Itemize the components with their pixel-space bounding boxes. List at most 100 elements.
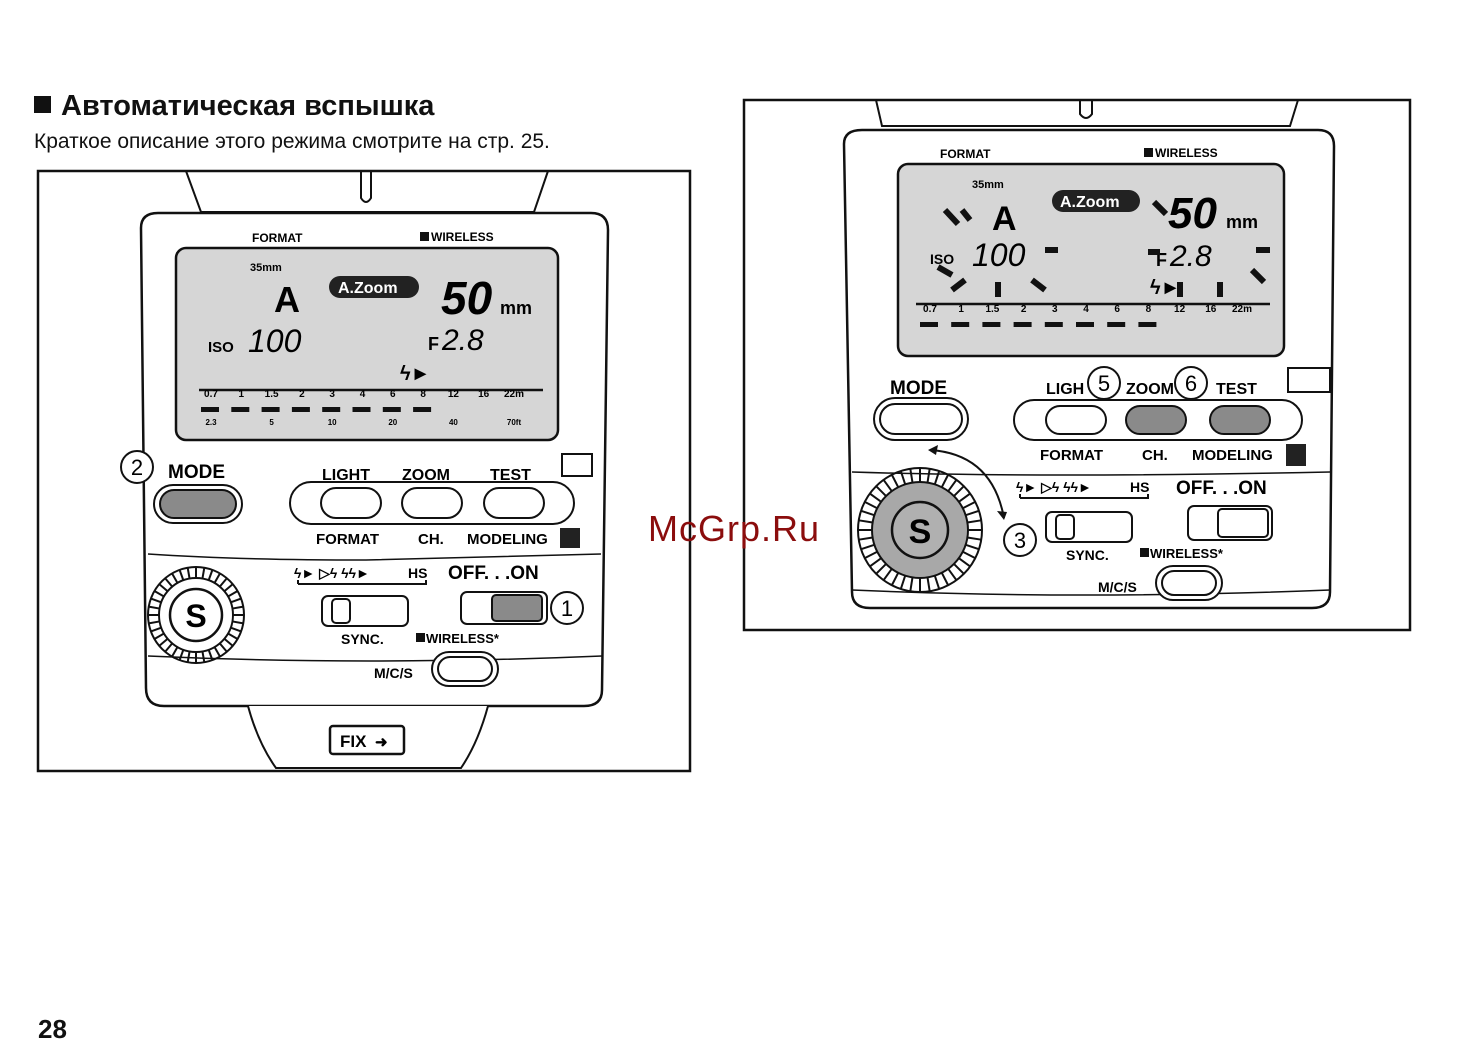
- mcs-button[interactable]: [437, 656, 493, 682]
- distance-m-label: 4: [360, 389, 366, 400]
- distance-m-label: 3: [329, 389, 335, 400]
- sync-scale-bracket: [297, 580, 427, 585]
- dial-knurl: [219, 642, 228, 653]
- format-sub-label: FORMAT: [316, 531, 379, 548]
- dial-knurl: [947, 479, 958, 492]
- svg-text:1: 1: [561, 596, 573, 621]
- heading-bullet-icon: [34, 96, 51, 113]
- lcd-zoom-badge: A.Zoom: [1060, 194, 1120, 211]
- rotate-arrow-head-left: [928, 445, 938, 455]
- dial-knurl: [150, 626, 162, 633]
- dial-knurl: [186, 567, 191, 579]
- distance-m-label: 6: [1114, 304, 1120, 315]
- mode-button[interactable]: [879, 403, 963, 435]
- sync-mode-icons: ϟ► ▷ϟ ϟϟ►: [294, 565, 370, 581]
- dial-knurl: [909, 577, 914, 592]
- panel-divider: [851, 471, 1331, 476]
- zoom-button[interactable]: [1125, 405, 1187, 435]
- fix-lock[interactable]: [328, 724, 406, 756]
- distance-m-label: 6: [390, 389, 396, 400]
- dial-knurl: [958, 557, 971, 568]
- distance-ft-label: 20: [388, 418, 397, 427]
- mcs-label: M/C/S: [1098, 579, 1137, 595]
- light-button[interactable]: [1045, 405, 1107, 435]
- dial-knurl: [153, 632, 165, 640]
- modeling-label: MODELING: [1192, 447, 1273, 464]
- zoom-badge-bg: [329, 276, 419, 298]
- dial-knurl: [158, 583, 169, 592]
- distance-segment: [1044, 322, 1063, 327]
- zoom-badge-bg: [1052, 190, 1140, 212]
- test-button[interactable]: [1209, 405, 1271, 435]
- flash-head-bracket: [875, 99, 1299, 127]
- sync-label: SYNC.: [1066, 547, 1109, 563]
- distance-segment: [201, 407, 219, 412]
- modeling-indicator: [560, 528, 580, 548]
- dial-knurl: [962, 550, 976, 560]
- distance-segment: [231, 407, 250, 412]
- wireless-icon: [1144, 148, 1153, 157]
- svg-text:5: 5: [1098, 371, 1110, 396]
- dial-knurl: [153, 590, 165, 598]
- dial-knurl: [171, 646, 179, 658]
- dial-knurl: [227, 632, 239, 640]
- side-tab: [561, 453, 593, 477]
- mode-dial[interactable]: [857, 467, 983, 593]
- distance-ft-label: 10: [328, 418, 337, 427]
- sync-label: SYNC.: [341, 631, 384, 647]
- blink-mark: [936, 264, 954, 278]
- zoom-button[interactable]: [401, 487, 463, 519]
- dial-knurl: [965, 509, 980, 517]
- callout-5: 5: [1087, 366, 1121, 400]
- light-label: LIGHT: [322, 467, 370, 484]
- dial-knurl: [882, 479, 893, 492]
- mode-button[interactable]: [159, 489, 237, 519]
- dial-knurl: [860, 543, 875, 551]
- lcd-flash-ready-icon: ϟ►: [1150, 277, 1180, 299]
- distance-m-label: 2: [1021, 304, 1027, 315]
- mode-dial[interactable]: [147, 566, 245, 664]
- wireless-label: WIRELESS: [431, 230, 494, 244]
- off-on-label: OFF. . .ON: [1176, 478, 1267, 499]
- distance-m-label: 4: [1083, 304, 1089, 315]
- head-latch: [1079, 100, 1093, 119]
- dial-knurl: [230, 597, 242, 604]
- mode-dial-center: [890, 500, 950, 560]
- rotate-arc: [929, 449, 1005, 519]
- dial-knurl: [232, 605, 244, 610]
- distance-ft-label: 2.3: [205, 418, 217, 427]
- wireless-label: WIRELESS: [1155, 146, 1218, 160]
- mcs-button[interactable]: [1161, 570, 1217, 596]
- flash-figure-left: FORMAT WIRELESS 35mm A A.Zoom 50 mm ISO …: [36, 169, 692, 773]
- dial-knurl: [232, 620, 244, 625]
- sync-switch-knob: [1055, 514, 1075, 540]
- distance-m-label: 12: [1174, 304, 1186, 315]
- distance-segment: [920, 322, 938, 327]
- dial-knurl: [864, 500, 878, 510]
- test-button[interactable]: [483, 487, 545, 519]
- distance-ft-label: 40: [449, 418, 458, 427]
- hss-label: HS: [1130, 479, 1149, 495]
- lcd-screen: [896, 162, 1286, 358]
- dial-knurl: [201, 567, 206, 579]
- dial-knurl: [213, 572, 221, 584]
- dial-knurl: [875, 563, 887, 575]
- lcd-screen: [174, 246, 560, 442]
- dial-rim: [147, 566, 245, 664]
- lcd-flash-ready-icon: ϟ►: [400, 363, 430, 385]
- lcd-mode: A: [992, 200, 1017, 238]
- lcd-aperture-value: 2.8: [1169, 240, 1212, 273]
- lcd-iso-label: ISO: [930, 251, 954, 267]
- dial-knurl: [858, 519, 873, 524]
- dial-knurl: [213, 646, 221, 658]
- zoom-label: ZOOM: [402, 467, 450, 484]
- wireless-switch-label: WIRELESS*: [426, 631, 500, 646]
- fix-arrow-icon: ➜: [375, 734, 388, 751]
- lcd-zoom-value: 50: [1168, 189, 1217, 238]
- light-button[interactable]: [320, 487, 382, 519]
- distance-segment: [352, 407, 371, 412]
- power-switch-knob: [491, 594, 543, 622]
- callout-2: 2: [120, 450, 154, 484]
- callout-1: 1: [550, 591, 584, 625]
